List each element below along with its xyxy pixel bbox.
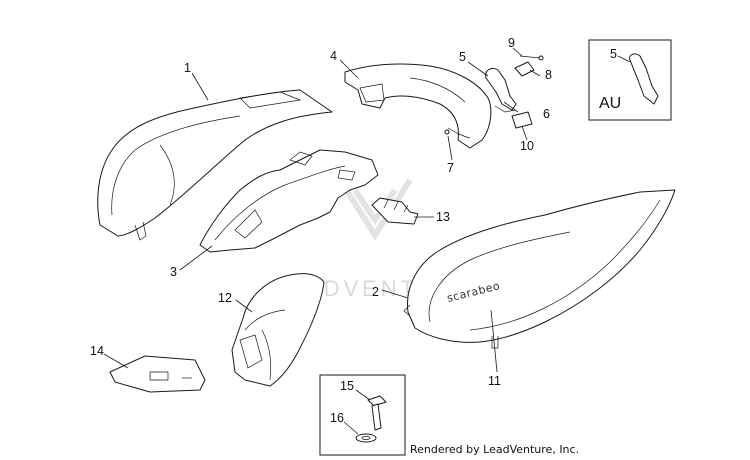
callout-5: 5	[459, 50, 466, 64]
callout-8: 8	[545, 68, 552, 82]
callout-9: 9	[508, 36, 515, 50]
bracket-assembly[interactable]	[485, 55, 544, 129]
au-label: AU	[599, 95, 621, 112]
callout-16: 16	[330, 411, 344, 425]
part-12-rear-fender[interactable]	[231, 273, 325, 387]
callout-3: 3	[170, 265, 177, 279]
part-9-screw	[519, 55, 541, 59]
leader-lines	[103, 47, 631, 435]
callout-1: 1	[184, 61, 191, 75]
callout-6: 6	[543, 107, 550, 121]
callout-11: 11	[488, 374, 501, 388]
fastener-box	[319, 374, 406, 456]
callout-15: 15	[340, 379, 354, 393]
footer-credit: Rendered by LeadVenture, Inc.	[410, 443, 579, 456]
part-15-rivet-stem	[371, 403, 382, 431]
callout-5-au: 5	[610, 47, 617, 61]
callout-numbers: 1 2 3 4 5 6 7 8 9 10 11 12 13 14 15 16 5	[90, 36, 617, 425]
part-1-left-side-panel[interactable]	[97, 89, 333, 241]
part-16-washer	[355, 433, 377, 443]
callout-12: 12	[218, 291, 232, 305]
part-13-bracket[interactable]	[371, 197, 419, 225]
part-15-rivet-head	[367, 395, 387, 407]
part-2-right-side-panel[interactable]: scarabeo	[403, 189, 676, 349]
au-variant-box: AU	[588, 39, 672, 121]
part-3-inner-panel[interactable]	[199, 149, 379, 253]
callout-13: 13	[436, 210, 450, 224]
callout-4: 4	[330, 49, 337, 63]
part-8-bracket	[514, 61, 535, 77]
part-10-mount	[511, 111, 533, 129]
au-part-5-clip	[629, 53, 659, 105]
callout-10: 10	[520, 139, 534, 153]
part-14-plate[interactable]	[109, 355, 206, 393]
callout-14: 14	[90, 344, 104, 358]
part-7-screw[interactable]	[444, 129, 450, 135]
callout-7: 7	[447, 161, 454, 175]
part-4-front-cover[interactable]	[344, 63, 492, 149]
part-9-screw-head	[538, 55, 544, 61]
callout-2: 2	[372, 285, 379, 299]
part-5-clip	[485, 67, 517, 111]
